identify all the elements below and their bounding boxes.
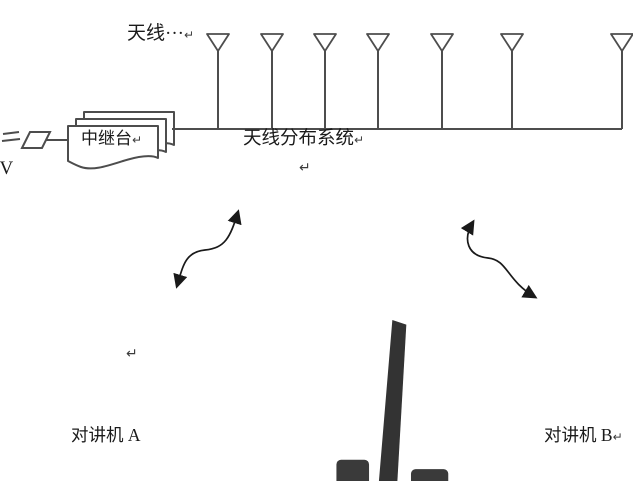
power-plug-icon xyxy=(20,131,52,149)
antenna-array xyxy=(206,33,633,129)
distribution-label-text: 天线分布系统 xyxy=(243,129,355,149)
wireless-link-arrow-b xyxy=(460,219,538,299)
power-feed xyxy=(1,131,68,149)
radio-a-label-text: 对讲机 A xyxy=(71,425,141,445)
paragraph-mark: ↵ xyxy=(183,28,195,42)
antenna-icon xyxy=(610,33,633,129)
antenna-icon xyxy=(260,33,284,129)
repeater-label-text: 中继台 xyxy=(81,129,132,148)
power-voltage-label: 0V xyxy=(0,158,14,179)
power-wire xyxy=(1,138,21,142)
repeater-doc-front xyxy=(67,125,159,170)
radio-b-label-text: 对讲机 B xyxy=(544,425,613,445)
distribution-system-label: 天线分布系统↵ xyxy=(243,129,364,149)
wireless-link-arrow-a xyxy=(173,209,242,289)
paragraph-mark: ↵ xyxy=(299,160,311,176)
antenna-label: 天线···↵ xyxy=(127,23,195,45)
paragraph-mark: ↵ xyxy=(354,133,365,147)
paragraph-mark: ↵ xyxy=(126,346,138,362)
repeater-stack xyxy=(67,111,175,170)
antenna-icon xyxy=(313,33,337,129)
paragraph-mark: ↵ xyxy=(612,430,623,444)
antenna-icon xyxy=(430,33,454,129)
paragraph-mark: ↵ xyxy=(132,133,143,147)
antenna-label-text: 天线··· xyxy=(127,23,184,44)
radio-a-label: 对讲机 A xyxy=(71,425,141,445)
radio-b-label: 对讲机 B↵ xyxy=(544,425,623,445)
walkie-talkie-a xyxy=(310,319,463,481)
power-wire xyxy=(2,131,20,135)
antenna-icon xyxy=(500,33,524,129)
antenna-icon xyxy=(366,33,390,129)
antenna-icon xyxy=(206,33,230,129)
repeater-label: 中继台↵ xyxy=(81,129,143,149)
